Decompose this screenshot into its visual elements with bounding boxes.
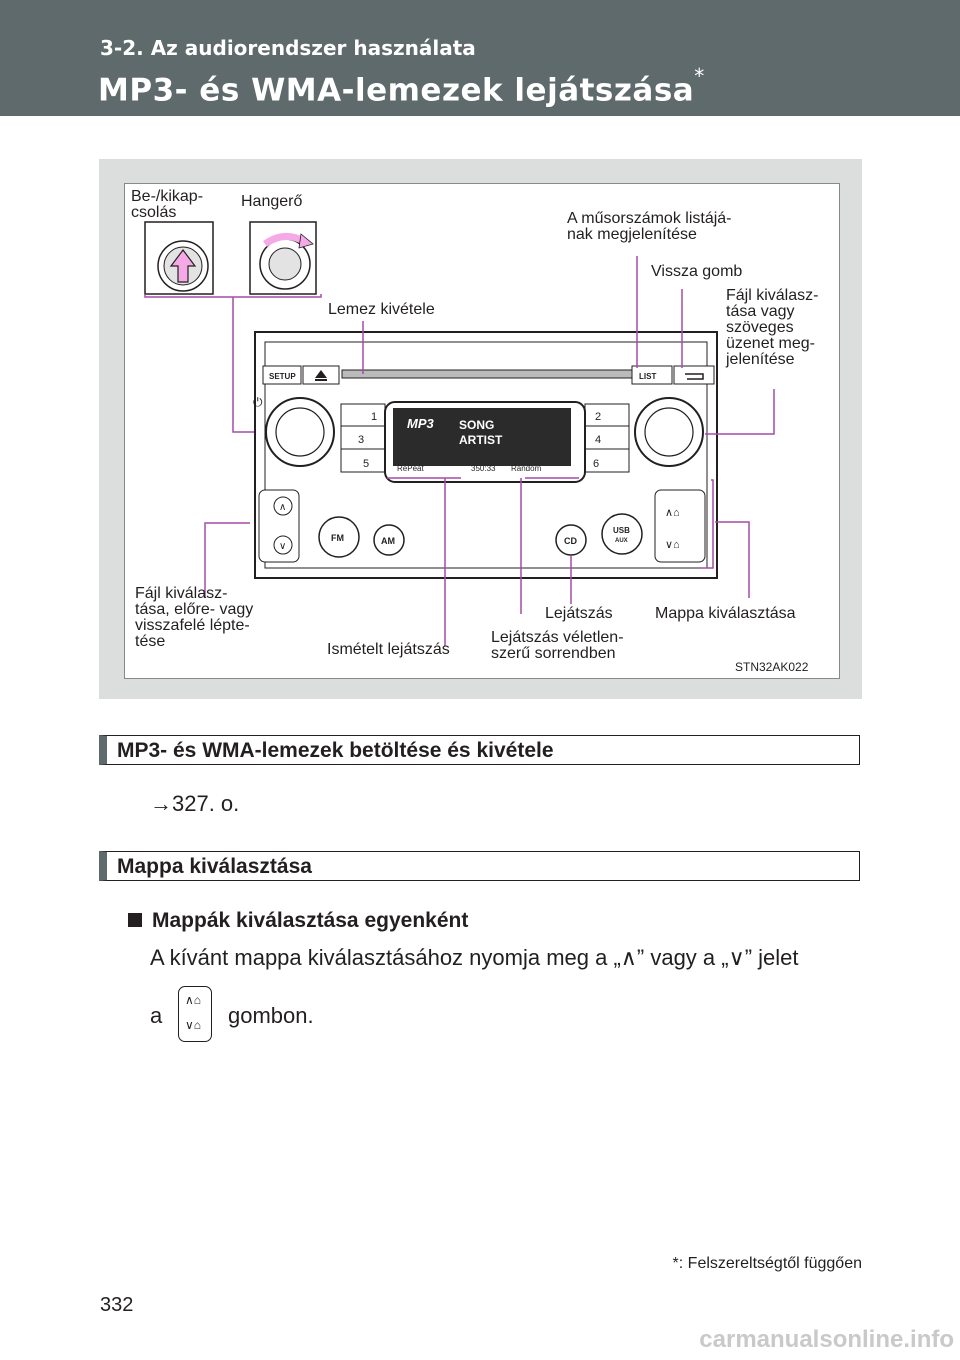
page-number: 332	[100, 1294, 134, 1316]
section-title: Mappa kiválasztása	[117, 855, 312, 878]
power-knob-detail	[144, 221, 214, 295]
label-folder: Mappa kiválasztása	[655, 605, 796, 622]
list-button: LIST	[639, 372, 656, 381]
footnote: *: Felszereltségtől függően	[672, 1255, 862, 1272]
instruction-suffix: gombon.	[228, 1003, 314, 1028]
volume-knob-detail	[249, 221, 317, 295]
label-file-select-text: Fájl kiválasz- tása vagy szöveges üzenet…	[726, 287, 819, 368]
am-button: AM	[381, 536, 395, 546]
display-time: 350:33	[471, 464, 496, 473]
folder-button-icon: ∧⌂ ∨⌂	[178, 986, 212, 1042]
aux-label: AUX	[615, 538, 628, 544]
label-list: A műsorszámok listájá- nak megjelenítése	[567, 210, 732, 243]
display-mp3: MP3	[407, 416, 435, 431]
page-title-text: MP3- és WMA-lemezek lejátszása	[98, 72, 695, 109]
section-heading-load-eject: MP3- és WMA-lemezek betöltése és kivétel…	[99, 735, 860, 765]
audio-unit-faceplate: SETUP LIST ⏻ 1 2	[253, 331, 718, 579]
section-heading-folder: Mappa kiválasztása	[99, 851, 860, 881]
label-eject: Lemez kivétele	[328, 301, 435, 318]
audio-unit-drawing: SETUP LIST ⏻ 1 2	[144, 221, 775, 646]
setup-button: SETUP	[269, 372, 296, 381]
fm-button: FM	[331, 533, 344, 543]
audio-unit-figure: SETUP LIST ⏻ 1 2	[124, 183, 840, 679]
label-power: Be-/kikap- csolás	[131, 188, 204, 221]
page-header: 3-2. Az audiorendszer használata MP3- és…	[0, 0, 960, 116]
section-title: MP3- és WMA-lemezek betöltése és kivétel…	[117, 739, 554, 762]
preset-3: 3	[358, 434, 364, 446]
watermark-logo: carmanualsonline.info	[699, 1326, 954, 1353]
preset-4: 4	[595, 434, 601, 446]
label-volume: Hangerő	[241, 193, 303, 210]
preset-6: 6	[593, 458, 599, 470]
bullet-title: Mappák kiválasztása egyenként	[152, 909, 469, 932]
display-artist: ARTIST	[459, 433, 503, 447]
label-back: Vissza gomb	[651, 263, 743, 280]
bullet-heading: Mappák kiválasztása egyenként	[128, 909, 468, 933]
cd-button: CD	[564, 536, 577, 546]
label-random: Lejátszás véletlen- szerű sorrendben	[491, 629, 624, 662]
preset-5: 5	[363, 458, 369, 470]
display-repeat: RePeat	[397, 464, 424, 473]
preset-2: 2	[595, 411, 601, 423]
preset-1: 1	[371, 411, 377, 423]
instruction-text: A kívánt mappa kiválasztásához nyomja me…	[150, 945, 799, 970]
instruction-prefix: a	[150, 1003, 163, 1028]
bullet-square-icon	[128, 913, 142, 927]
label-file-step: Fájl kiválasz- tása, előre- vagy visszaf…	[135, 585, 254, 650]
display-random: Random	[511, 464, 542, 473]
svg-text:∧: ∧	[279, 502, 286, 513]
figure-code: STN32AK022	[735, 660, 809, 674]
label-repeat: Ismételt lejátszás	[327, 641, 450, 658]
svg-text:∨: ∨	[279, 541, 286, 552]
svg-text:∧⌂: ∧⌂	[665, 507, 680, 519]
svg-text:∨⌂: ∨⌂	[665, 539, 680, 551]
label-play: Lejátszás	[545, 605, 613, 622]
page-title: MP3- és WMA-lemezek lejátszása*	[98, 64, 705, 109]
svg-text:⏻: ⏻	[253, 395, 263, 409]
display-song: SONG	[459, 418, 494, 432]
section-label: 3-2. Az audiorendszer használata	[100, 36, 476, 60]
page-reference: →327. o.	[150, 791, 240, 816]
title-asterisk: *	[694, 64, 705, 88]
usb-button: USB	[613, 526, 630, 535]
